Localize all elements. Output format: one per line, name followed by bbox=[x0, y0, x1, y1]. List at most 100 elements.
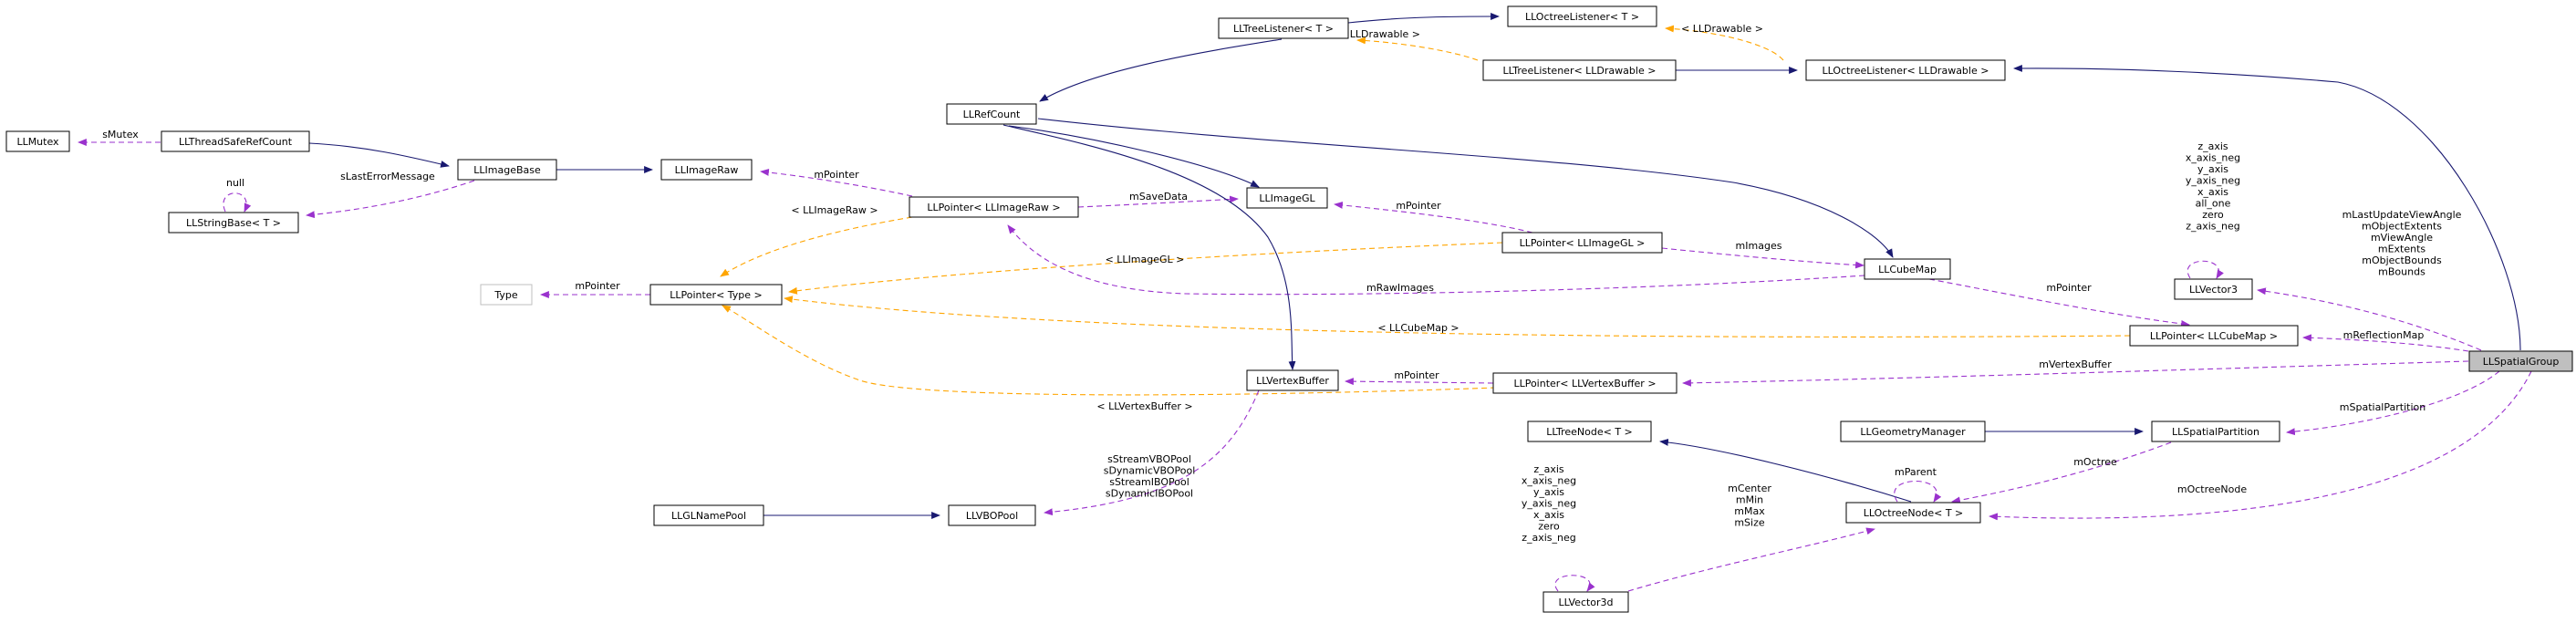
class-label: LLImageGL bbox=[1259, 192, 1315, 204]
class-box bbox=[1864, 258, 1951, 280]
edge-llvector3-to-llvector3 bbox=[2186, 260, 2224, 279]
edge-lltreelistenert-to-lloctreelistenert bbox=[1347, 13, 1500, 24]
class-label: LLVertexBuffer bbox=[1256, 375, 1329, 387]
class-node-lltreelistenerd[interactable]: LLTreeListener< LLDrawable > bbox=[1482, 59, 1677, 81]
class-box bbox=[1845, 502, 1981, 524]
edge-lltreenodet-to-lloctreenodet bbox=[1659, 438, 1912, 503]
class-label: LLSpatialPartition bbox=[2172, 426, 2259, 438]
class-box bbox=[2129, 325, 2299, 347]
edge-llvector3-to-llspatialgroup bbox=[2257, 287, 2482, 351]
class-box bbox=[161, 130, 310, 152]
edge-llpointercubemap-to-llspatialgroup bbox=[2302, 334, 2469, 352]
class-node-llgeometrymanager[interactable]: LLGeometryManager bbox=[1840, 421, 1986, 442]
class-label: Type bbox=[493, 289, 517, 301]
edge-label: < LLVertexBuffer > bbox=[1096, 400, 1192, 412]
class-node-llimageraw[interactable]: LLImageRaw bbox=[660, 159, 753, 181]
class-label: LLCubeMap bbox=[1878, 264, 1937, 275]
class-box bbox=[168, 212, 299, 234]
edge-lloctreenodet-to-llspatialpartition bbox=[1951, 441, 2172, 504]
edge-llrefcount-to-llvertexbuffer bbox=[1002, 124, 1296, 370]
edge-llvertexbuffer-to-llpointervertexbuffer bbox=[1345, 378, 1494, 386]
edge-label: mVertexBuffer bbox=[2039, 358, 2112, 370]
class-node-llcubemap[interactable]: LLCubeMap bbox=[1864, 258, 1951, 280]
class-label: LLRefCount bbox=[963, 109, 1021, 120]
edge-label: < LLDrawable > bbox=[1681, 23, 1763, 35]
class-box bbox=[1840, 421, 1986, 442]
class-node-lloctreenodet[interactable]: LLOctreeNode< T > bbox=[1845, 502, 1981, 524]
class-box bbox=[1542, 591, 1629, 613]
edge-label: mOctree bbox=[2073, 456, 2117, 468]
class-node-llvbopool[interactable]: LLVBOPool bbox=[948, 504, 1036, 526]
class-label: LLTreeNode< T > bbox=[1546, 426, 1633, 438]
class-node-llmutex[interactable]: LLMutex bbox=[5, 130, 70, 152]
edge-llstringbase-to-llimagebase bbox=[306, 180, 475, 219]
class-box bbox=[653, 504, 764, 526]
class-label: LLStringBase< T > bbox=[186, 217, 281, 229]
class-node-llspatialpartition[interactable]: LLSpatialPartition bbox=[2151, 421, 2280, 442]
edge-lloctreelistenert-to-lloctreelistenerd bbox=[1665, 25, 1784, 61]
class-node-llstringbase[interactable]: LLStringBase< T > bbox=[168, 212, 299, 234]
class-box bbox=[948, 504, 1036, 526]
class-node-lloctreelistenerd[interactable]: LLOctreeListener< LLDrawable > bbox=[1805, 59, 2006, 81]
class-label: LLVBOPool bbox=[966, 510, 1018, 522]
class-label: LLImageBase bbox=[473, 164, 541, 176]
class-node-type[interactable]: Type bbox=[480, 284, 533, 306]
class-node-lltreelistenert[interactable]: LLTreeListener< T > bbox=[1218, 17, 1349, 39]
edge-label: < LLImageRaw > bbox=[791, 204, 878, 216]
edge-llvector3d-to-llvector3d bbox=[1554, 575, 1595, 592]
edge-llpointertype-to-llpointercubemap bbox=[784, 296, 2131, 337]
edge-label: null bbox=[226, 177, 244, 189]
edge-llpointervertexbuffer-to-llspatialgroup bbox=[1682, 360, 2469, 387]
class-box bbox=[660, 159, 753, 181]
edge-label: mPointer bbox=[2046, 282, 2092, 294]
class-node-llglnamepool[interactable]: LLGLNamePool bbox=[653, 504, 764, 526]
edge-label: < LLDrawable > bbox=[1338, 28, 1420, 40]
class-node-llimagegl[interactable]: LLImageGL bbox=[1246, 187, 1328, 209]
edge-label: mPointer bbox=[814, 169, 859, 181]
class-node-llrefcount[interactable]: LLRefCount bbox=[946, 103, 1037, 125]
class-node-llvector3[interactable]: LLVector3 bbox=[2174, 278, 2253, 300]
edge-label: mRawImages bbox=[1366, 282, 1434, 294]
class-box bbox=[2174, 278, 2253, 300]
class-label: LLPointer< LLCubeMap > bbox=[2150, 330, 2278, 342]
class-box bbox=[1246, 187, 1328, 209]
class-node-llvector3d[interactable]: LLVector3d bbox=[1542, 591, 1629, 613]
edges-layer: < LLDrawable >< LLDrawable >sMutexnullsL… bbox=[78, 13, 2532, 592]
class-box bbox=[649, 284, 783, 306]
edge-llcubemap-to-llpointercubemap bbox=[1928, 278, 2190, 327]
class-node-llpointerimageraw[interactable]: LLPointer< LLImageRaw > bbox=[909, 196, 1079, 218]
edge-label: mPointer bbox=[575, 280, 620, 292]
class-node-llpointertype[interactable]: LLPointer< Type > bbox=[649, 284, 783, 306]
edge-llrefcount-to-llcubemap bbox=[1037, 118, 1894, 258]
class-node-llthreadsaferefcount[interactable]: LLThreadSafeRefCount bbox=[161, 130, 310, 152]
class-label: LLVector3 bbox=[2189, 284, 2238, 296]
class-node-llpointervertexbuffer[interactable]: LLPointer< LLVertexBuffer > bbox=[1492, 372, 1678, 394]
edge-llpointerimageraw-to-llimagegl bbox=[1077, 195, 1239, 208]
class-node-llspatialgroup[interactable]: LLSpatialGroup bbox=[2468, 350, 2573, 372]
edge-llpointertype-to-llpointerimageraw bbox=[720, 216, 913, 277]
class-label: LLMutex bbox=[16, 136, 59, 148]
edge-label: mPointer bbox=[1394, 369, 1439, 381]
edge-label: < LLCubeMap > bbox=[1377, 322, 1459, 334]
edge-llimageraw-to-llpointerimageraw bbox=[760, 169, 913, 197]
edge-label: sLastErrorMessage bbox=[340, 171, 435, 182]
class-node-lltreenodet[interactable]: LLTreeNode< T > bbox=[1527, 421, 1652, 442]
edge-label: mParent bbox=[1895, 466, 1937, 478]
edge-llrefcount-to-llimagegl bbox=[1008, 125, 1260, 188]
class-node-llvertexbuffer[interactable]: LLVertexBuffer bbox=[1246, 369, 1339, 391]
class-label: LLGLNamePool bbox=[671, 510, 746, 522]
class-node-llpointerimagegl[interactable]: LLPointer< LLImageGL > bbox=[1501, 232, 1663, 254]
edge-label: mSpatialPartition bbox=[2340, 401, 2425, 413]
class-node-lloctreelistenert[interactable]: LLOctreeListener< T > bbox=[1507, 5, 1657, 27]
class-label: LLPointer< LLVertexBuffer > bbox=[1513, 378, 1656, 389]
class-label: LLSpatialGroup bbox=[2483, 356, 2560, 368]
class-node-llpointercubemap[interactable]: LLPointer< LLCubeMap > bbox=[2129, 325, 2299, 347]
class-box bbox=[1507, 5, 1657, 27]
class-node-llimagebase[interactable]: LLImageBase bbox=[457, 159, 557, 181]
class-box bbox=[909, 196, 1079, 218]
class-box bbox=[2151, 421, 2280, 442]
edge-llstringbase-to-llstringbase bbox=[223, 192, 252, 213]
